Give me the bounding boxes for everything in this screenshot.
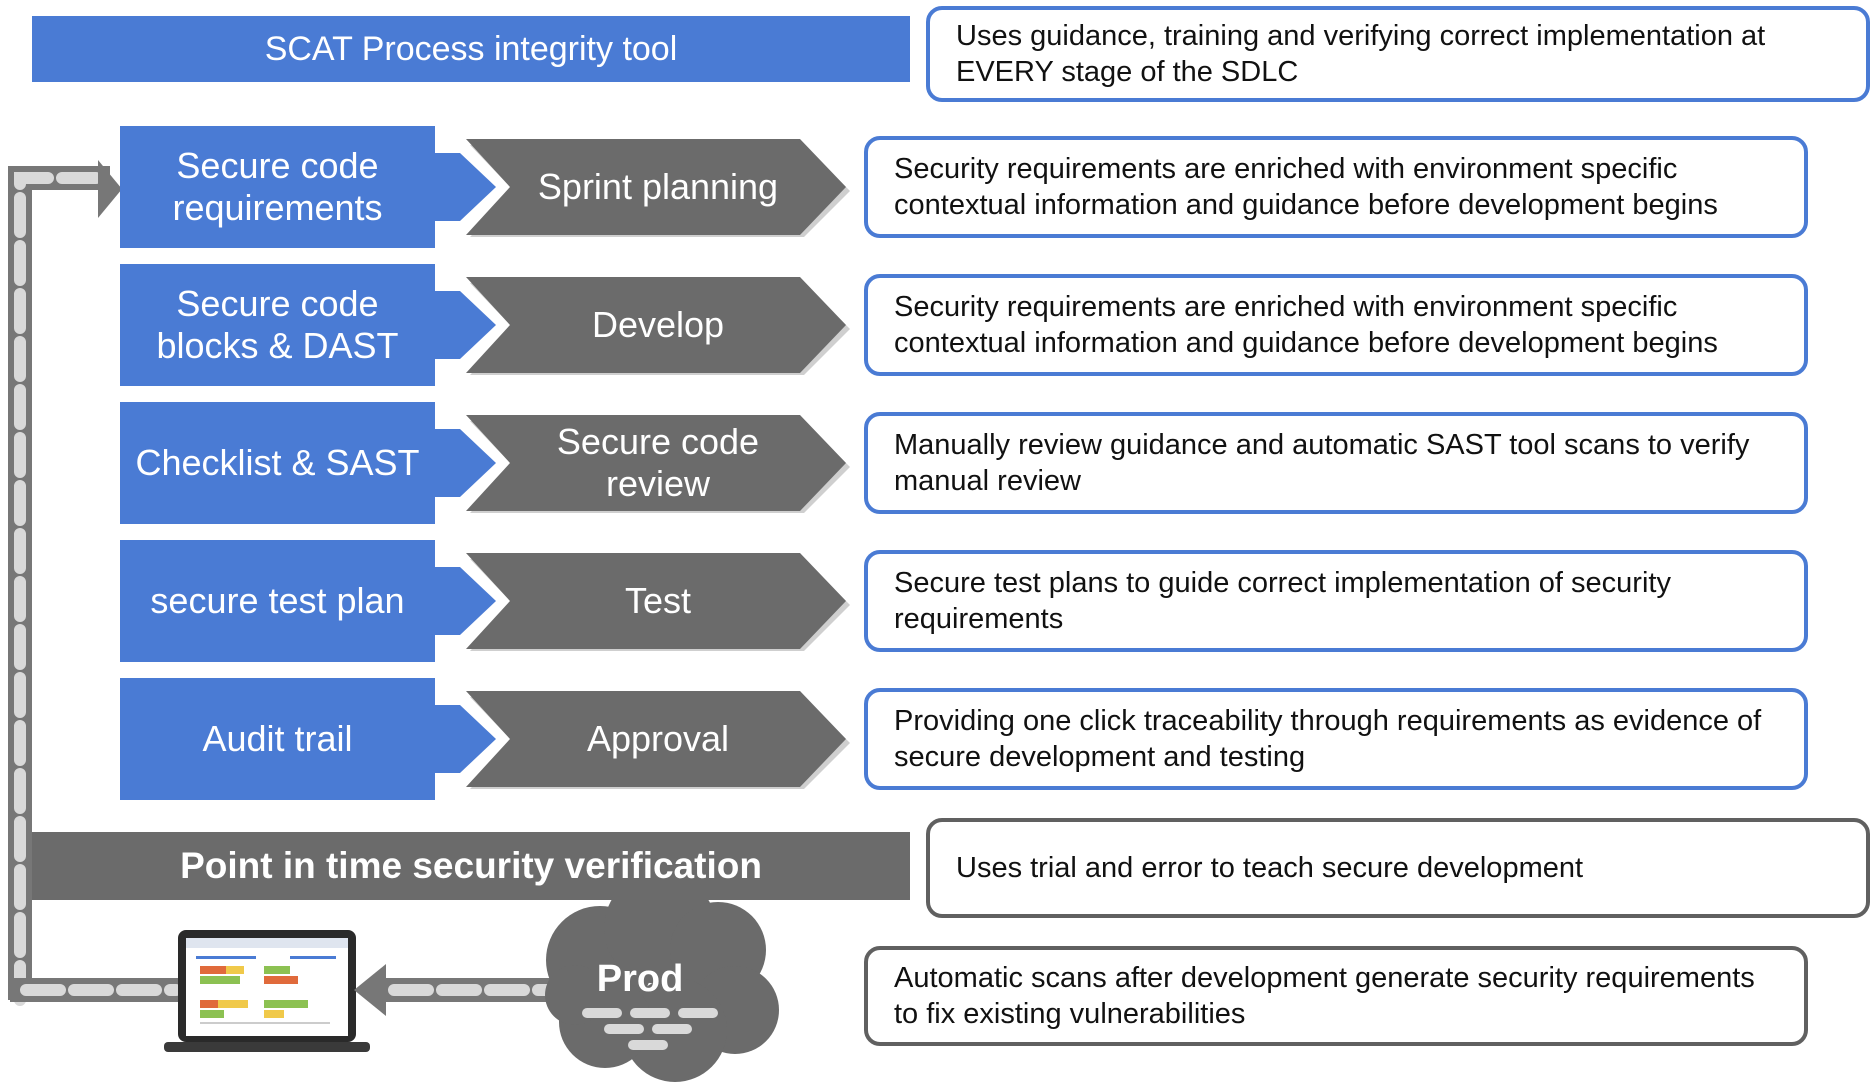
phase-chevron (466, 139, 846, 235)
stage-note-text: Providing one click traceability through… (894, 705, 1762, 773)
verification-bar: Point in time security verification (32, 832, 910, 900)
stage-note: Secure test plans to guide correct imple… (864, 550, 1808, 652)
phase-chevron (466, 553, 846, 649)
phase-label: Sprint planning (537, 166, 779, 207)
verification-description: Uses trial and error to teach secure dev… (926, 818, 1870, 918)
phase-chevron (466, 415, 846, 511)
stage-connector-arrow (434, 567, 496, 635)
stage-note: Providing one click traceability through… (864, 688, 1808, 790)
stage-tool-box: Audit trail (120, 678, 435, 800)
stage-note: Manually review guidance and automatic S… (864, 412, 1808, 514)
stage-note-text: Secure test plans to guide correct imple… (894, 567, 1671, 635)
stage-note-text: Security requirements are enriched with … (894, 291, 1718, 359)
feedback-loop-arrow (8, 160, 182, 1006)
cloud-icon (545, 872, 779, 1082)
phase-chevron (466, 277, 846, 373)
stage-note: Security requirements are enriched with … (864, 136, 1808, 238)
stage-connector-arrow (434, 153, 496, 221)
phase-label: Approval (586, 718, 730, 759)
phase-label: Test (624, 580, 692, 621)
prod-label: Prod (596, 958, 684, 1000)
stage-connector-arrow (434, 705, 496, 773)
stage-tool-box: Checklist & SAST (120, 402, 435, 524)
phase-label: Develop (591, 304, 725, 345)
laptop-icon (164, 930, 370, 1052)
stage-connector-arrow (434, 291, 496, 359)
stage-note-text: Security requirements are enriched with … (894, 153, 1718, 221)
stage-note: Security requirements are enriched with … (864, 274, 1808, 376)
stage-note-text: Manually review guidance and automatic S… (894, 429, 1750, 497)
prod-description: Automatic scans after development genera… (864, 946, 1808, 1046)
stage-connector-arrow (434, 429, 496, 497)
stage-tool-box: secure test plan (120, 540, 435, 662)
page-title: SCAT Process integrity tool (32, 16, 910, 82)
header-description-text: Uses guidance, training and verifying co… (956, 20, 1766, 88)
phase-label: Secure code review (556, 421, 760, 504)
verification-description-text: Uses trial and error to teach secure dev… (956, 852, 1584, 884)
stage-tool-box: Secure code requirements (120, 126, 435, 248)
prod-description-text: Automatic scans after development genera… (894, 962, 1755, 1030)
header-description: Uses guidance, training and verifying co… (926, 6, 1870, 102)
prod-to-laptop-arrow (354, 964, 560, 1016)
phase-chevrons (434, 139, 850, 789)
stage-tool-box: Secure code blocks & DAST (120, 264, 435, 386)
phase-chevron (466, 691, 846, 787)
feedback-arrowhead (98, 160, 122, 218)
